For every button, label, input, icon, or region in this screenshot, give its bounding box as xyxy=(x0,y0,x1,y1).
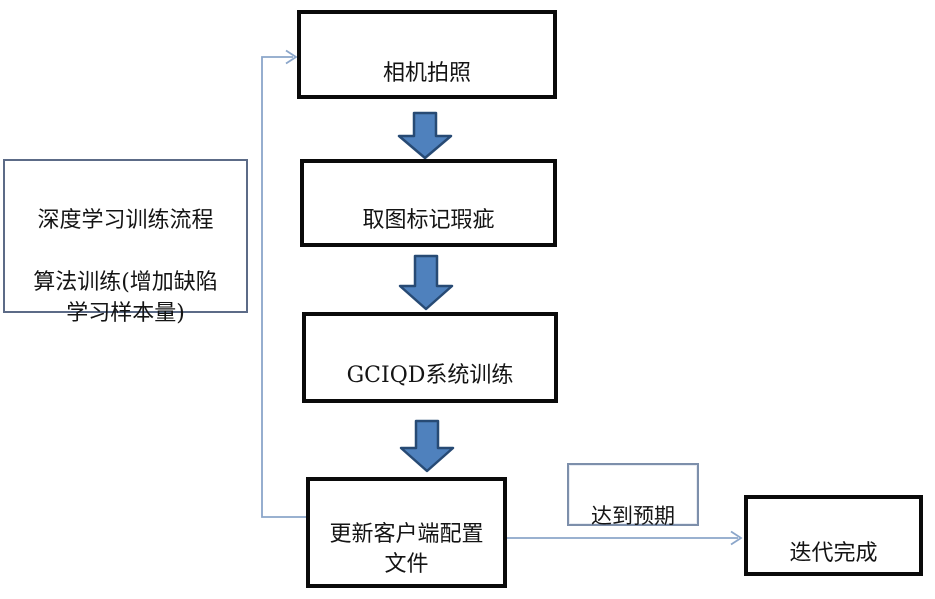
down-block-arrow-icon-3 xyxy=(399,419,455,473)
result-iteration-done-box: 迭代完成 xyxy=(744,495,923,576)
step-camera-label: 相机拍照 xyxy=(382,61,471,86)
result-connector xyxy=(507,530,743,546)
feedback-arrowhead-icon xyxy=(285,49,298,65)
step-mark-defects-box: 取图标记瑕疵 xyxy=(300,159,557,247)
side-note-box: 深度学习训练流程 算法训练(增加缺陷 学习样本量) xyxy=(3,159,248,326)
result-arrowhead-icon xyxy=(730,530,743,546)
step-mark-defects-label: 取图标记瑕疵 xyxy=(362,208,495,233)
down-block-arrow-icon-2 xyxy=(398,254,454,311)
side-note-label: 深度学习训练流程 算法训练(增加缺陷 学习样本量) xyxy=(33,208,218,326)
step-camera-box: 相机拍照 xyxy=(297,10,557,99)
feedback-connector xyxy=(261,49,306,518)
step-update-config-box: 更新客户端配置 文件 xyxy=(306,477,507,588)
down-block-arrow-icon-1 xyxy=(397,111,453,160)
condition-expected-label: 达到预期 xyxy=(591,504,675,528)
result-iteration-done-label: 迭代完成 xyxy=(789,541,878,566)
step-system-training-box: GCIQD系统训练 xyxy=(302,312,558,403)
condition-expected-box: 达到预期 xyxy=(567,463,699,528)
step-update-config-label: 更新客户端配置 文件 xyxy=(329,522,484,577)
step-system-training-label: GCIQD系统训练 xyxy=(346,363,514,388)
